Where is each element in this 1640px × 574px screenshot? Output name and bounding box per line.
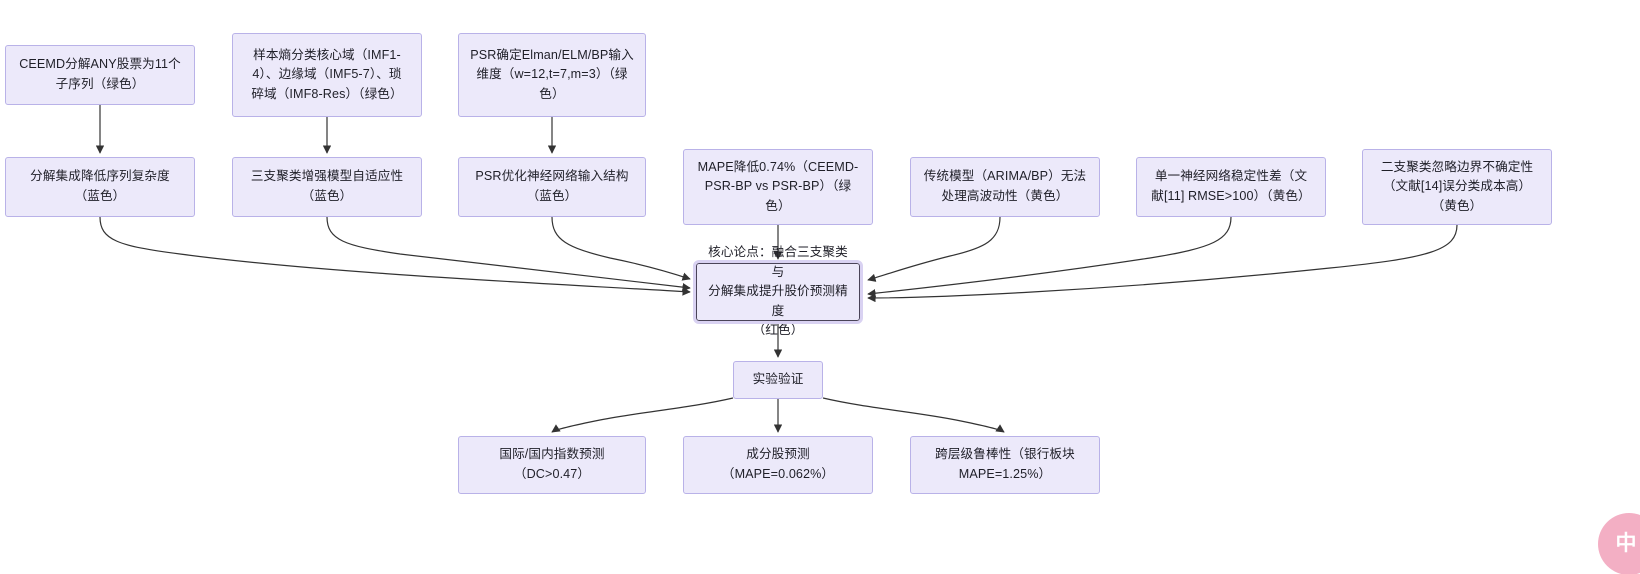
- edge-decomp-to-core: [99, 216, 691, 296]
- edge-experiment-to-index: [551, 397, 734, 433]
- node-core-claim[interactable]: 核心论点：融合三支聚类与 分解集成提升股价预测精度 （红色）: [693, 245, 863, 337]
- node-experiment-verification[interactable]: 实验验证: [733, 361, 823, 399]
- edge-psropt-to-core: [551, 216, 691, 281]
- node-sample-entropy-classification[interactable]: 样本熵分类核心域（IMF1- 4）、边缘域（IMF5-7）、琐 碎域（IMF8-…: [232, 33, 422, 117]
- node-traditional-models-limitation[interactable]: 传统模型（ARIMA/BP）无法 处理高波动性（黄色）: [910, 157, 1100, 217]
- node-psr-input-dimension[interactable]: PSR确定Elman/ELM/BP输入 维度（w=12,t=7,m=3）（绿 色…: [458, 33, 646, 117]
- edge-twoway-to-core: [867, 224, 1458, 303]
- node-ceemd-decomposition[interactable]: CEEMD分解ANY股票为11个 子序列（绿色）: [5, 45, 195, 105]
- node-psr-optimizes-nn-input[interactable]: PSR优化神经网络输入结构 （蓝色）: [458, 157, 646, 217]
- edge-threeway-to-core: [326, 216, 691, 292]
- node-index-forecast-result[interactable]: 国际/国内指数预测 （DC>0.47）: [458, 436, 646, 494]
- watermark-badge: 中: [1598, 513, 1640, 574]
- node-constituent-stock-forecast-result[interactable]: 成分股预测 （MAPE=0.062%）: [683, 436, 873, 494]
- edge-singlenn-to-core: [867, 216, 1232, 298]
- node-two-way-clustering-limitation[interactable]: 二支聚类忽略边界不确定性 （文献[14]误分类成本高） （黄色）: [1362, 149, 1552, 225]
- watermark-text: 中: [1615, 531, 1637, 555]
- node-mape-improvement[interactable]: MAPE降低0.74%（CEEMD- PSR-BP vs PSR-BP）（绿 色…: [683, 149, 873, 225]
- node-decomposition-reduces-complexity[interactable]: 分解集成降低序列复杂度 （蓝色）: [5, 157, 195, 217]
- edge-experiment-to-robust: [822, 397, 1005, 433]
- node-single-nn-instability[interactable]: 单一神经网络稳定性差（文 献[11] RMSE>100）（黄色）: [1136, 157, 1326, 217]
- node-cross-level-robustness-result[interactable]: 跨层级鲁棒性（银行板块 MAPE=1.25%）: [910, 436, 1100, 494]
- node-three-way-clustering-adaptivity[interactable]: 三支聚类增强模型自适应性 （蓝色）: [232, 157, 422, 217]
- edge-arima-to-core: [867, 216, 1001, 282]
